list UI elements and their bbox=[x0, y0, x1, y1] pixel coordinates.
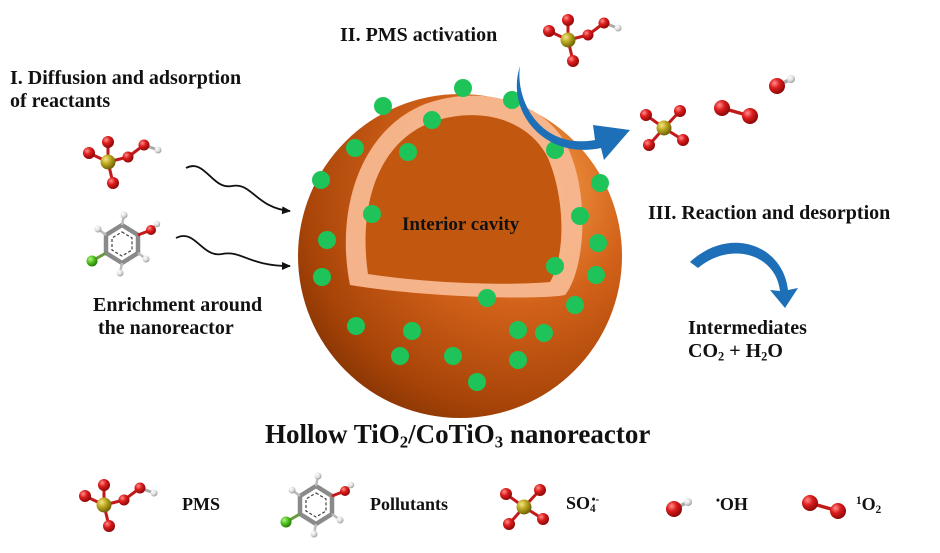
step2-label: II. PMS activation bbox=[340, 24, 498, 46]
interior-cavity-label: Interior cavity bbox=[402, 214, 520, 235]
desorption-arrow bbox=[690, 242, 798, 308]
step1-label: I. Diffusion and adsorption of reactants bbox=[10, 67, 242, 112]
step3-label: III. Reaction and desorption bbox=[648, 202, 891, 224]
figure-title: Hollow TiO2/CoTiO3 nanoreactor bbox=[265, 419, 651, 452]
legend-pms-label: PMS bbox=[182, 494, 220, 514]
legend-oh-label: •OH bbox=[716, 494, 748, 514]
legend-o2-icon bbox=[800, 493, 848, 521]
pms-molecule-activation bbox=[541, 12, 623, 69]
active-site-dot bbox=[423, 111, 441, 129]
active-site-dot bbox=[591, 174, 609, 192]
legend-oh-icon bbox=[664, 496, 694, 519]
active-site-dot bbox=[312, 171, 330, 189]
active-site-dot bbox=[566, 296, 584, 314]
singlet-oxygen-product bbox=[712, 98, 760, 126]
enrichment-label: Enrichment around the nanoreactor bbox=[93, 294, 263, 339]
legend-so4-label: SO4•- bbox=[566, 493, 600, 516]
active-site-dot bbox=[374, 97, 392, 115]
active-site-dot bbox=[347, 317, 365, 335]
legend-pms-icon bbox=[77, 477, 159, 534]
active-site-dot bbox=[587, 266, 605, 284]
hydroxyl-radical-product bbox=[767, 73, 797, 96]
active-site-dot bbox=[468, 373, 486, 391]
active-site-dot bbox=[503, 91, 521, 109]
active-site-dot bbox=[454, 79, 472, 97]
sulfate-radical-product bbox=[638, 103, 691, 153]
pms-molecule-reactant bbox=[81, 134, 163, 191]
active-site-dot bbox=[509, 351, 527, 369]
products-label: Intermediates CO2 + H2O bbox=[688, 317, 807, 364]
active-site-dot bbox=[403, 322, 421, 340]
active-site-dot bbox=[399, 143, 417, 161]
active-site-dot bbox=[313, 268, 331, 286]
pollutant-molecule-reactant bbox=[87, 212, 161, 277]
diffusion-arrow-lower bbox=[175, 235, 291, 270]
active-site-dot bbox=[391, 347, 409, 365]
legend-o2-label: 1O2 bbox=[856, 494, 882, 517]
active-site-dot bbox=[509, 321, 527, 339]
active-site-dot bbox=[444, 347, 462, 365]
diffusion-arrow-upper bbox=[185, 165, 291, 215]
active-site-dot bbox=[478, 289, 496, 307]
active-site-dot bbox=[571, 207, 589, 225]
active-site-dot bbox=[546, 257, 564, 275]
active-site-dot bbox=[318, 231, 336, 249]
activation-arrow bbox=[516, 66, 630, 160]
active-site-dot bbox=[589, 234, 607, 252]
active-site-dots bbox=[312, 79, 609, 391]
legend-pollutants-label: Pollutants bbox=[370, 494, 449, 514]
active-site-dot bbox=[363, 205, 381, 223]
legend-so4-icon bbox=[498, 482, 551, 532]
active-site-dot bbox=[346, 139, 364, 157]
legend-pollutant-icon bbox=[281, 473, 355, 538]
active-site-dot bbox=[535, 324, 553, 342]
